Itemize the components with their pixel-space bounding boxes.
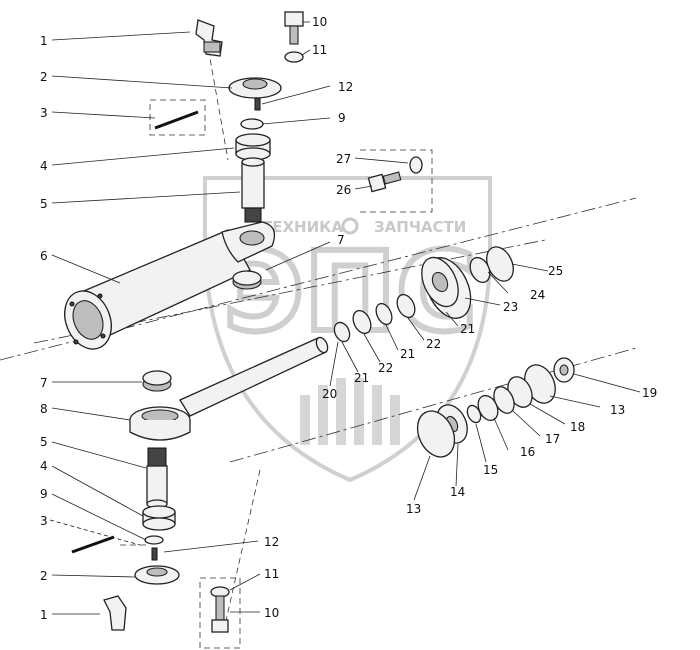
callout-11-lower: 11 bbox=[264, 567, 279, 581]
callout-10-lower: 10 bbox=[264, 606, 279, 620]
callout-20: 20 bbox=[322, 387, 337, 401]
washer-right-top bbox=[409, 156, 423, 174]
callout-21-c: 21 bbox=[354, 371, 369, 385]
callout-9-top: 9 bbox=[338, 111, 346, 125]
callout-7-lower: 7 bbox=[40, 376, 48, 390]
callout-23: 23 bbox=[503, 300, 518, 314]
callout-labels: 1 2 3 4 5 6 10 11 12 9 27 26 7 25 24 23 … bbox=[40, 15, 657, 622]
seal-stack bbox=[333, 293, 416, 343]
cover-top bbox=[228, 77, 282, 99]
grease-fitting-lower bbox=[103, 595, 127, 631]
callout-2-lower: 2 bbox=[40, 569, 48, 583]
callout-6: 6 bbox=[40, 249, 48, 263]
callout-12-lower: 12 bbox=[264, 535, 279, 549]
bolt-right-top bbox=[367, 171, 402, 193]
piston-rod bbox=[179, 336, 329, 417]
pin-lower bbox=[151, 547, 158, 561]
callout-13-b: 13 bbox=[406, 502, 421, 516]
callout-17: 17 bbox=[545, 432, 560, 446]
end-cap bbox=[421, 256, 472, 319]
callout-3-lower: 3 bbox=[40, 514, 48, 528]
rod-eye bbox=[129, 406, 191, 441]
callout-1-lower: 1 bbox=[40, 608, 48, 622]
ball-pin-top bbox=[241, 157, 265, 223]
callout-26: 26 bbox=[336, 183, 351, 197]
callout-22-a: 22 bbox=[426, 337, 441, 351]
watermark-gear-icon bbox=[341, 217, 359, 235]
callout-22-b: 22 bbox=[378, 361, 393, 375]
bushing-top bbox=[235, 133, 271, 161]
callout-1-top: 1 bbox=[40, 34, 48, 48]
washer-top bbox=[284, 51, 304, 63]
ball-pin-lower bbox=[146, 447, 168, 509]
watermark-wheat-icon bbox=[300, 378, 400, 445]
callout-16: 16 bbox=[520, 445, 535, 459]
callout-3-top: 3 bbox=[40, 106, 48, 120]
callout-21-a: 21 bbox=[460, 322, 475, 336]
callout-12-top: 12 bbox=[338, 80, 353, 94]
seal-lower bbox=[144, 535, 164, 545]
callout-8: 8 bbox=[40, 402, 48, 416]
callout-19: 19 bbox=[642, 386, 657, 400]
callout-10-top: 10 bbox=[312, 15, 327, 29]
callout-18: 18 bbox=[570, 420, 585, 434]
callout-15: 15 bbox=[483, 463, 498, 477]
grease-fitting-top bbox=[195, 19, 223, 57]
rod-3-top bbox=[154, 110, 199, 130]
pin-top bbox=[254, 97, 261, 111]
cylinder-body bbox=[64, 221, 276, 350]
watermark-brand-left: ТЕХНИКА bbox=[262, 218, 343, 236]
callout-14: 14 bbox=[450, 485, 465, 499]
callout-7-top: 7 bbox=[337, 233, 345, 247]
callout-13-a: 13 bbox=[610, 403, 625, 417]
nut-lower bbox=[142, 370, 172, 392]
watermark-brand-right: ЗАПЧАСТИ bbox=[374, 218, 466, 236]
bushing-lower bbox=[142, 505, 176, 531]
callout-4-lower: 4 bbox=[40, 459, 48, 473]
callout-5-top: 5 bbox=[40, 197, 48, 211]
nut-top bbox=[232, 270, 262, 290]
bolt-top bbox=[284, 11, 304, 45]
callout-27: 27 bbox=[336, 152, 351, 166]
callout-24: 24 bbox=[530, 288, 545, 302]
callout-9-lower: 9 bbox=[40, 487, 48, 501]
callout-21-b: 21 bbox=[400, 347, 415, 361]
callout-11-top: 11 bbox=[312, 43, 327, 57]
o-ring-24 bbox=[469, 256, 491, 284]
lower-seal-set bbox=[416, 357, 575, 458]
callout-2-top: 2 bbox=[40, 70, 48, 84]
callout-4-top: 4 bbox=[40, 159, 48, 173]
callout-5-lower: 5 bbox=[40, 435, 48, 449]
cover-lower bbox=[134, 565, 180, 585]
leader-lines bbox=[49, 21, 641, 615]
callout-25: 25 bbox=[548, 264, 563, 278]
watermark-shield bbox=[203, 176, 492, 483]
seal-top bbox=[240, 118, 264, 130]
rod-3-lower bbox=[71, 535, 115, 554]
bolt-lower bbox=[211, 595, 229, 633]
